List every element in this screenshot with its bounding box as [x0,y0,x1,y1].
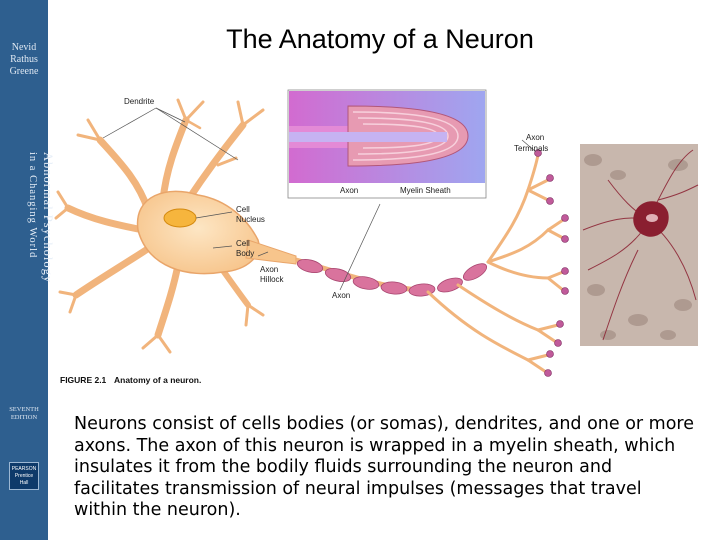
book-side-band: Nevid Rathus Greene Abnormal Psychology … [0,0,55,540]
myelin-sheath-segments [296,258,488,297]
author-name: Greene [9,66,39,77]
author-name: Rathus [10,54,38,65]
axon-hillock [245,239,297,265]
publisher-imprint: Prentice Hall [14,473,34,486]
figure-caption-number: FIGURE 2.1 [60,375,107,385]
axon-terminals [534,149,569,377]
cell-nucleus [163,208,197,228]
inset-axon-label: Axon [340,186,358,195]
label-cell-nucleus: Cell [236,205,250,214]
label-axon: Axon [332,291,350,300]
edition-line: EDITION [10,414,38,421]
author-name: Nevid [11,42,37,53]
publisher-logo: PEARSON Prentice Hall [9,462,39,490]
label-axon-hillock: Hillock [260,275,285,284]
edition-line: SEVENTH [9,406,39,413]
label-cell-body: Cell [236,239,250,248]
book-authors: Nevid Rathus Greene [0,42,48,78]
figure-caption-text: Anatomy of a neuron. [114,375,201,385]
label-axon-terminals: Terminals [514,144,548,153]
label-axon-terminals: Axon [526,133,544,142]
axon-terminal-branches [426,153,565,374]
neuron-micrograph [580,144,699,346]
label-dendrite: Dendrite [124,97,155,106]
book-title: Abnormal Psychology in a Changing World [24,152,55,283]
label-axon-hillock: Axon [260,265,278,274]
book-subtitle-line: in a Changing World [27,152,38,259]
book-title-line: Abnormal Psychology [41,152,55,284]
slide-body-text: Neurons consist of cells bodies (or soma… [74,414,695,521]
label-leader-lines [102,107,537,291]
dendrites [54,98,265,354]
cell-body [136,190,260,275]
book-edition: SEVENTH EDITION [0,406,48,422]
label-cell-body: Body [236,249,254,258]
publisher-name: PEARSON [11,466,37,472]
neuron-diagram: Axon Myelin Sheath [54,89,699,385]
label-cell-nucleus: Nucleus [236,215,265,224]
myelin-inset: Axon Myelin Sheath [287,89,487,199]
neuron-figure: Axon Myelin Sheath [48,80,720,400]
inset-myelin-label: Myelin Sheath [400,186,451,195]
slide-title: The Anatomy of a Neuron [226,24,534,54]
